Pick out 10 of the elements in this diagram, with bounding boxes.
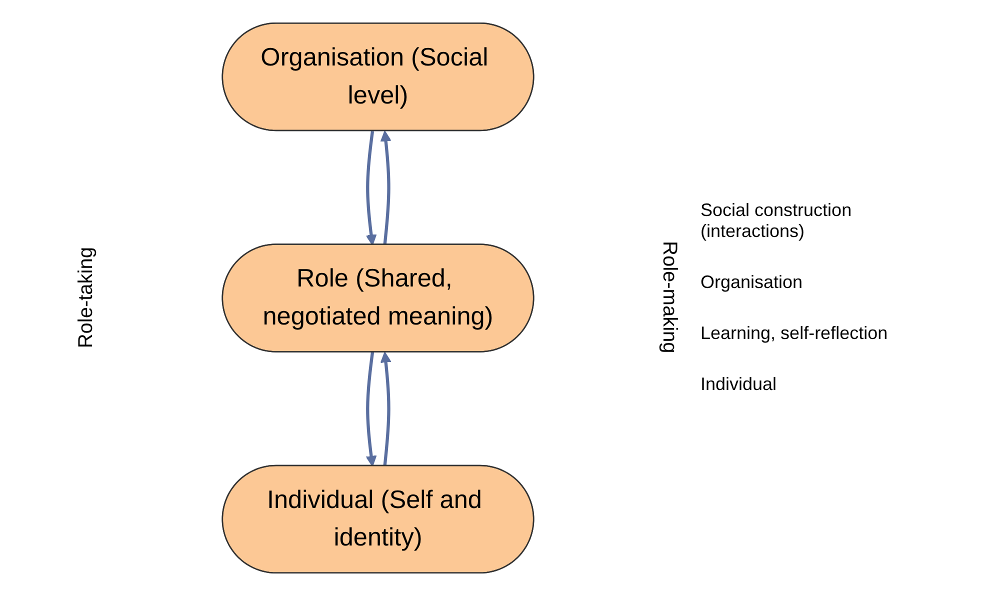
arrow [380,130,391,245]
bracket-label: Organisation [700,272,804,293]
side-label: Role-making [658,241,680,354]
bracket-label: Individual [700,374,778,395]
annotation-text: Learning, self-reflection [700,323,889,344]
arrow [380,351,391,466]
arrow [365,130,376,245]
side-label: Role-taking [74,246,96,348]
annotation-text: Social construction (interactions) [700,200,853,242]
arrow [365,352,376,466]
